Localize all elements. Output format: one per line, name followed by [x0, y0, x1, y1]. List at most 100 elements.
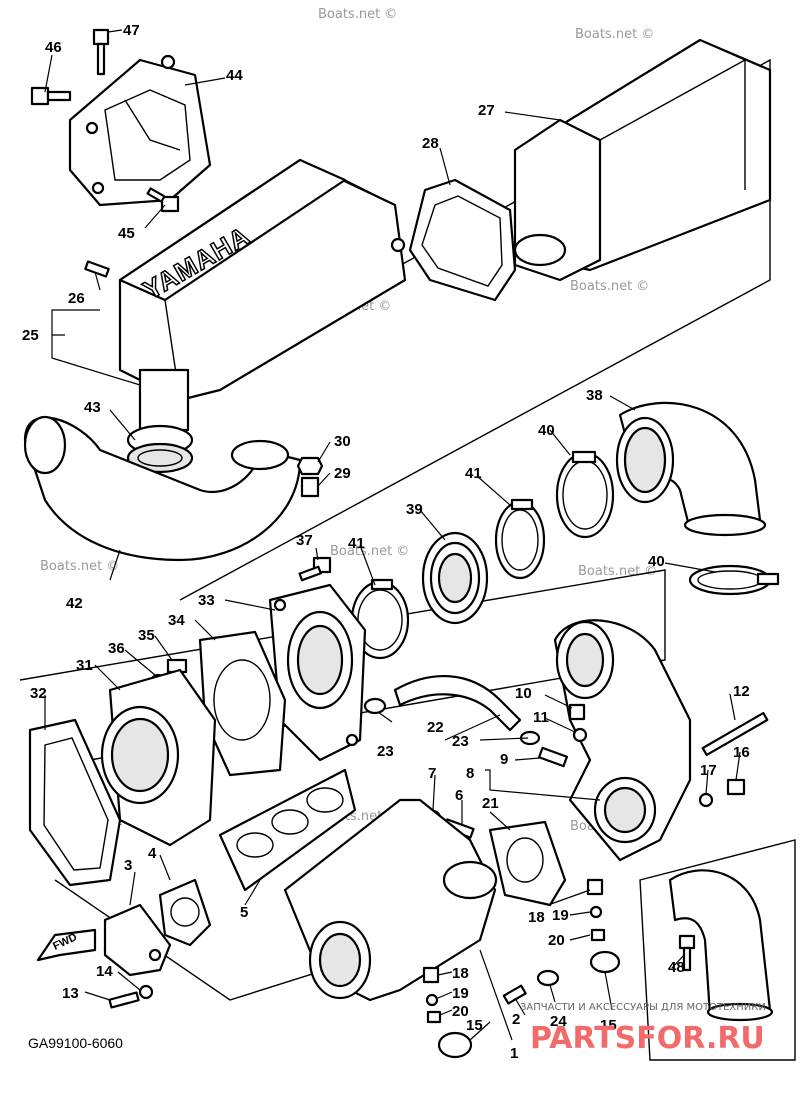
bolt-45: [146, 187, 180, 213]
callout-18-left: 18: [452, 965, 469, 982]
pin-26: [84, 260, 110, 278]
callout-34: 34: [168, 612, 185, 629]
washer-17: [698, 792, 714, 808]
callout-27: 27: [478, 102, 495, 119]
nut-30: [296, 456, 324, 476]
bolt-10: [568, 703, 586, 721]
callout-22: 22: [427, 719, 444, 736]
callout-31: 31: [76, 657, 93, 674]
bolt-18-left: [422, 966, 440, 984]
callout-17: 17: [700, 762, 717, 779]
muffler-25: YAMAHA: [118, 158, 407, 432]
callout-7: 7: [428, 765, 436, 782]
clip-24: [536, 969, 560, 987]
clamp-40-upper: [555, 450, 615, 539]
callout-19-right: 19: [552, 907, 569, 924]
callout-33: 33: [198, 592, 215, 609]
callout-3: 3: [124, 857, 132, 874]
callout-2: 2: [512, 1011, 520, 1028]
bolt-46: [30, 86, 72, 106]
gasket-32: [28, 718, 122, 887]
housing-31: [100, 668, 217, 847]
callout-26: 26: [68, 290, 85, 307]
ad-banner: ЗАПЧАСТИ И АКСЕССУАРЫ ДЛЯ МОТОТЕХНИКИ PA…: [520, 1002, 766, 1056]
callout-47: 47: [123, 22, 140, 39]
callout-42: 42: [66, 595, 83, 612]
callout-23-right: 23: [452, 733, 469, 750]
callout-30: 30: [334, 433, 351, 450]
callout-24: 24: [550, 1013, 567, 1030]
bolt-16: [726, 778, 746, 796]
hose-42: [23, 415, 302, 562]
callout-40-upper: 40: [538, 422, 555, 439]
gasket-5: [218, 768, 357, 892]
callout-4: 4: [148, 845, 157, 862]
bolt-12: [701, 711, 769, 757]
callout-37: 37: [296, 532, 313, 549]
clamp-15-right: [589, 950, 621, 974]
manifold-33: [268, 583, 367, 762]
ad-tagline: ЗАПЧАСТИ И АКСЕССУАРЫ ДЛЯ МОТОТЕХНИКИ: [520, 1002, 766, 1013]
callout-38: 38: [586, 387, 603, 404]
coupler-39: [421, 531, 489, 625]
callout-35: 35: [138, 627, 155, 644]
fitting-2: [502, 984, 527, 1005]
callout-43: 43: [84, 399, 101, 416]
callout-10: 10: [515, 685, 532, 702]
callout-23-left: 23: [377, 743, 394, 760]
callout-18-right: 18: [528, 909, 545, 926]
callout-16: 16: [733, 744, 750, 761]
manifold-1: [283, 798, 498, 1002]
callout-48: 48: [668, 959, 685, 976]
collar-20-right: [590, 928, 606, 942]
watermark-1: Boats.net ©: [318, 7, 397, 22]
callout-20-left: 20: [452, 1003, 469, 1020]
bolt-29: [300, 476, 320, 498]
leader-lines: [44, 29, 741, 1041]
watermark-7: Boats.net ©: [578, 564, 657, 579]
callout-5: 5: [240, 904, 248, 921]
callout-13: 13: [62, 985, 79, 1002]
watermark-6: Boats.net ©: [330, 544, 409, 559]
callout-20-right: 20: [548, 932, 565, 949]
chamber-27: [513, 38, 772, 282]
callout-12: 12: [733, 683, 750, 700]
washer-19-left: [425, 993, 439, 1007]
callout-11: 11: [533, 709, 549, 726]
callout-39: 39: [406, 501, 423, 518]
diagram-code: GA99100-6060: [28, 1035, 123, 1051]
watermark-4: Boats.net ©: [570, 279, 649, 294]
hose-22: [393, 675, 522, 732]
elbow-38: [615, 401, 767, 537]
callout-21: 21: [482, 795, 499, 812]
bolt-13: [108, 991, 140, 1009]
clip-23-upper: [363, 697, 387, 715]
watermark-5: Boats.net ©: [40, 559, 119, 574]
bolt-37: [298, 556, 332, 582]
callout-numbers: 47 46 44 45 27 28 26 25 43 30 29 38 40 4…: [22, 22, 750, 1062]
clamp-41-right: [494, 498, 546, 580]
callout-36: 36: [108, 640, 125, 657]
washer-14: [138, 984, 154, 1000]
callout-1: 1: [510, 1045, 518, 1062]
callout-15-right: 15: [600, 1017, 617, 1034]
callout-14: 14: [96, 963, 113, 980]
inset-detail: [639, 839, 796, 1061]
callout-15-left: 15: [466, 1017, 483, 1034]
fwd-arrow: FWD: [36, 928, 97, 962]
watermark-2: Boats.net ©: [575, 27, 654, 42]
callout-19-left: 19: [452, 985, 469, 1002]
callout-41-left: 41: [348, 535, 365, 552]
callout-8: 8: [466, 765, 474, 782]
callout-32: 32: [30, 685, 47, 702]
callout-9: 9: [500, 751, 508, 768]
bolt-48: [678, 934, 696, 972]
callout-44: 44: [226, 67, 243, 84]
callout-28: 28: [422, 135, 439, 152]
gasket-4: [158, 878, 212, 947]
callout-46: 46: [45, 39, 62, 56]
clamp-40-lower: [688, 564, 780, 596]
callout-6: 6: [455, 787, 463, 804]
bracket-44: [68, 54, 212, 207]
